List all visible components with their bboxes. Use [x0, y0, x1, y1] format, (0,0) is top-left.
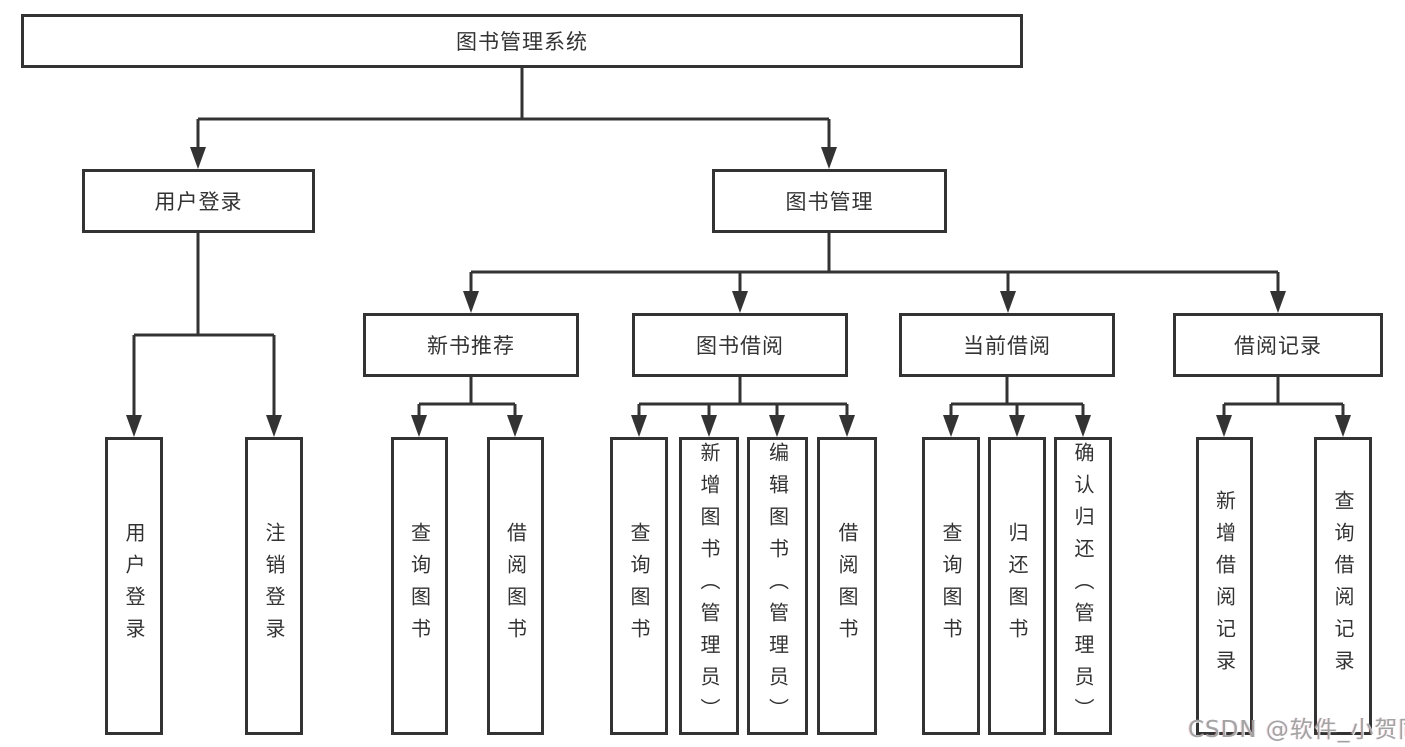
leaf-add-book-admin-label: 新增图书（管理员）: [697, 442, 721, 730]
node-borrowing-records-label: 借阅记录: [1234, 334, 1322, 358]
node-borrowing-records: 借阅记录: [1173, 313, 1383, 377]
leaf-recommend-borrow-book-label: 借阅图书: [503, 522, 528, 650]
leaf-logout: 注销登录: [245, 437, 303, 735]
leaf-query-borrow-record: 查询借阅记录: [1314, 437, 1372, 735]
connector-current-borrowing: [943, 377, 1091, 437]
leaf-current-query-book: 查询图书: [922, 437, 980, 735]
connector-user-login: [126, 233, 282, 437]
connector-root: [190, 68, 837, 169]
connector-book-borrowing: [631, 377, 855, 437]
leaf-recommend-query-book: 查询图书: [391, 437, 448, 735]
node-user-login: 用户登录: [82, 169, 315, 233]
node-current-borrowing: 当前借阅: [899, 313, 1115, 377]
leaf-user-login-label: 用户登录: [122, 522, 146, 650]
leaf-query-borrow-record-label: 查询借阅记录: [1331, 490, 1355, 682]
node-book-management-label: 图书管理: [785, 190, 874, 214]
leaf-confirm-return-admin: 确认归还（管理员）: [1054, 437, 1112, 735]
leaf-borrow-book: 借阅图书: [817, 437, 877, 735]
csdn-watermark: CSDN @软件_小贺同学: [1188, 717, 1405, 743]
node-current-borrowing-label: 当前借阅: [963, 334, 1051, 358]
leaf-edit-book-admin-label: 编辑图书（管理员）: [765, 442, 790, 730]
leaf-borrowing-query-book: 查询图书: [610, 437, 668, 735]
leaf-return-book-label: 归还图书: [1005, 522, 1029, 650]
connector-book-management: [463, 233, 1286, 313]
leaf-logout-label: 注销登录: [262, 522, 286, 650]
leaf-recommend-borrow-book: 借阅图书: [487, 437, 544, 735]
node-user-login-label: 用户登录: [154, 190, 243, 214]
leaf-add-book-admin: 新增图书（管理员）: [679, 437, 739, 735]
leaf-add-borrow-record: 新增借阅记录: [1196, 437, 1253, 735]
connector-new-book-recommend: [411, 377, 523, 437]
node-book-management: 图书管理: [712, 169, 947, 233]
leaf-edit-book-admin: 编辑图书（管理员）: [747, 437, 808, 735]
node-book-borrowing-label: 图书借阅: [696, 334, 784, 358]
leaf-return-book: 归还图书: [988, 437, 1046, 735]
leaf-borrow-book-label: 借阅图书: [835, 522, 859, 650]
leaf-borrowing-query-book-label: 查询图书: [627, 522, 651, 650]
leaf-confirm-return-admin-label: 确认归还（管理员）: [1071, 442, 1095, 730]
node-new-book-recommend-label: 新书推荐: [427, 334, 515, 358]
node-root-label: 图书管理系统: [456, 30, 588, 54]
leaf-add-borrow-record-label: 新增借阅记录: [1212, 490, 1237, 682]
connector-borrowing-records: [1216, 377, 1351, 437]
node-new-book-recommend: 新书推荐: [363, 313, 579, 377]
node-root: 图书管理系统: [21, 14, 1023, 68]
node-book-borrowing: 图书借阅: [632, 313, 848, 377]
leaf-current-query-book-label: 查询图书: [939, 522, 963, 650]
leaf-recommend-query-book-label: 查询图书: [407, 522, 432, 650]
leaf-user-login: 用户登录: [105, 437, 163, 735]
